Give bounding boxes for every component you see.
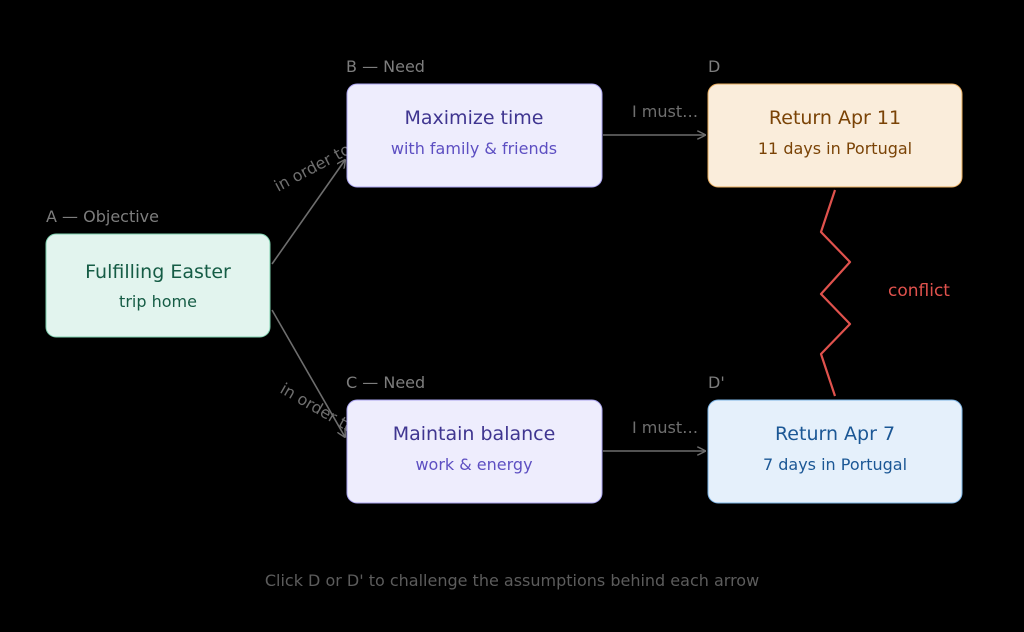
node-prerequisite-dprime[interactable]: Return Apr 7 7 days in Portugal <box>707 399 963 504</box>
prerequisite-dprime-group-label: D' <box>708 373 725 392</box>
need-b-group-label: B — Need <box>346 57 425 76</box>
need-c-group-label: C — Need <box>346 373 425 392</box>
conflict-label: conflict <box>888 281 950 301</box>
node-need-b: Maximize time with family & friends <box>346 83 603 188</box>
node-need-c: Maintain balance work & energy <box>346 399 603 504</box>
node-b-subtitle: with family & friends <box>391 139 557 158</box>
arrow-c-to-dprime-label: I must… <box>632 418 698 437</box>
node-a-subtitle: trip home <box>119 292 197 311</box>
node-c-subtitle: work & energy <box>415 455 532 474</box>
prerequisite-d-group-label: D <box>708 57 720 76</box>
arrow-a-to-b <box>271 160 345 265</box>
node-dprime-title: Return Apr 7 <box>775 423 895 445</box>
footer-hint: Click D or D' to challenge the assumptio… <box>265 571 759 590</box>
node-d-title: Return Apr 11 <box>769 107 901 129</box>
node-dprime-subtitle: 7 days in Portugal <box>763 455 907 474</box>
conflict-connector <box>819 189 852 397</box>
node-objective-a: Fulfilling Easter trip home <box>45 233 271 338</box>
arrow-b-to-d-label: I must… <box>632 102 698 121</box>
node-a-title: Fulfilling Easter <box>85 261 231 283</box>
node-d-subtitle: 11 days in Portugal <box>758 139 912 158</box>
node-c-title: Maintain balance <box>393 423 556 445</box>
objective-group-label: A — Objective <box>46 207 159 226</box>
node-prerequisite-d[interactable]: Return Apr 11 11 days in Portugal <box>707 83 963 188</box>
node-b-title: Maximize time <box>405 107 544 129</box>
arrow-a-to-c <box>271 309 345 437</box>
